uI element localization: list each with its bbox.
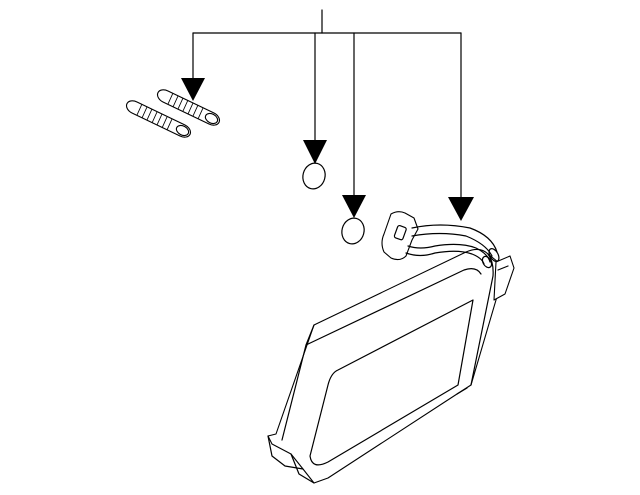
evaporator-core — [267, 248, 515, 484]
callout-leader-lines — [192, 9, 462, 199]
stud-upper — [157, 89, 220, 126]
pipe-assembly — [381, 211, 500, 269]
arrowhead-seal-lower — [342, 195, 366, 218]
seal-ring-upper — [302, 162, 326, 190]
arrowhead-seal-upper — [303, 140, 327, 164]
stud-lower — [126, 100, 191, 138]
seal-ring-lower — [341, 217, 365, 245]
callout-arrowheads — [181, 78, 474, 221]
arrowhead-evaporator — [448, 197, 474, 221]
arrowhead-studs — [181, 78, 205, 101]
